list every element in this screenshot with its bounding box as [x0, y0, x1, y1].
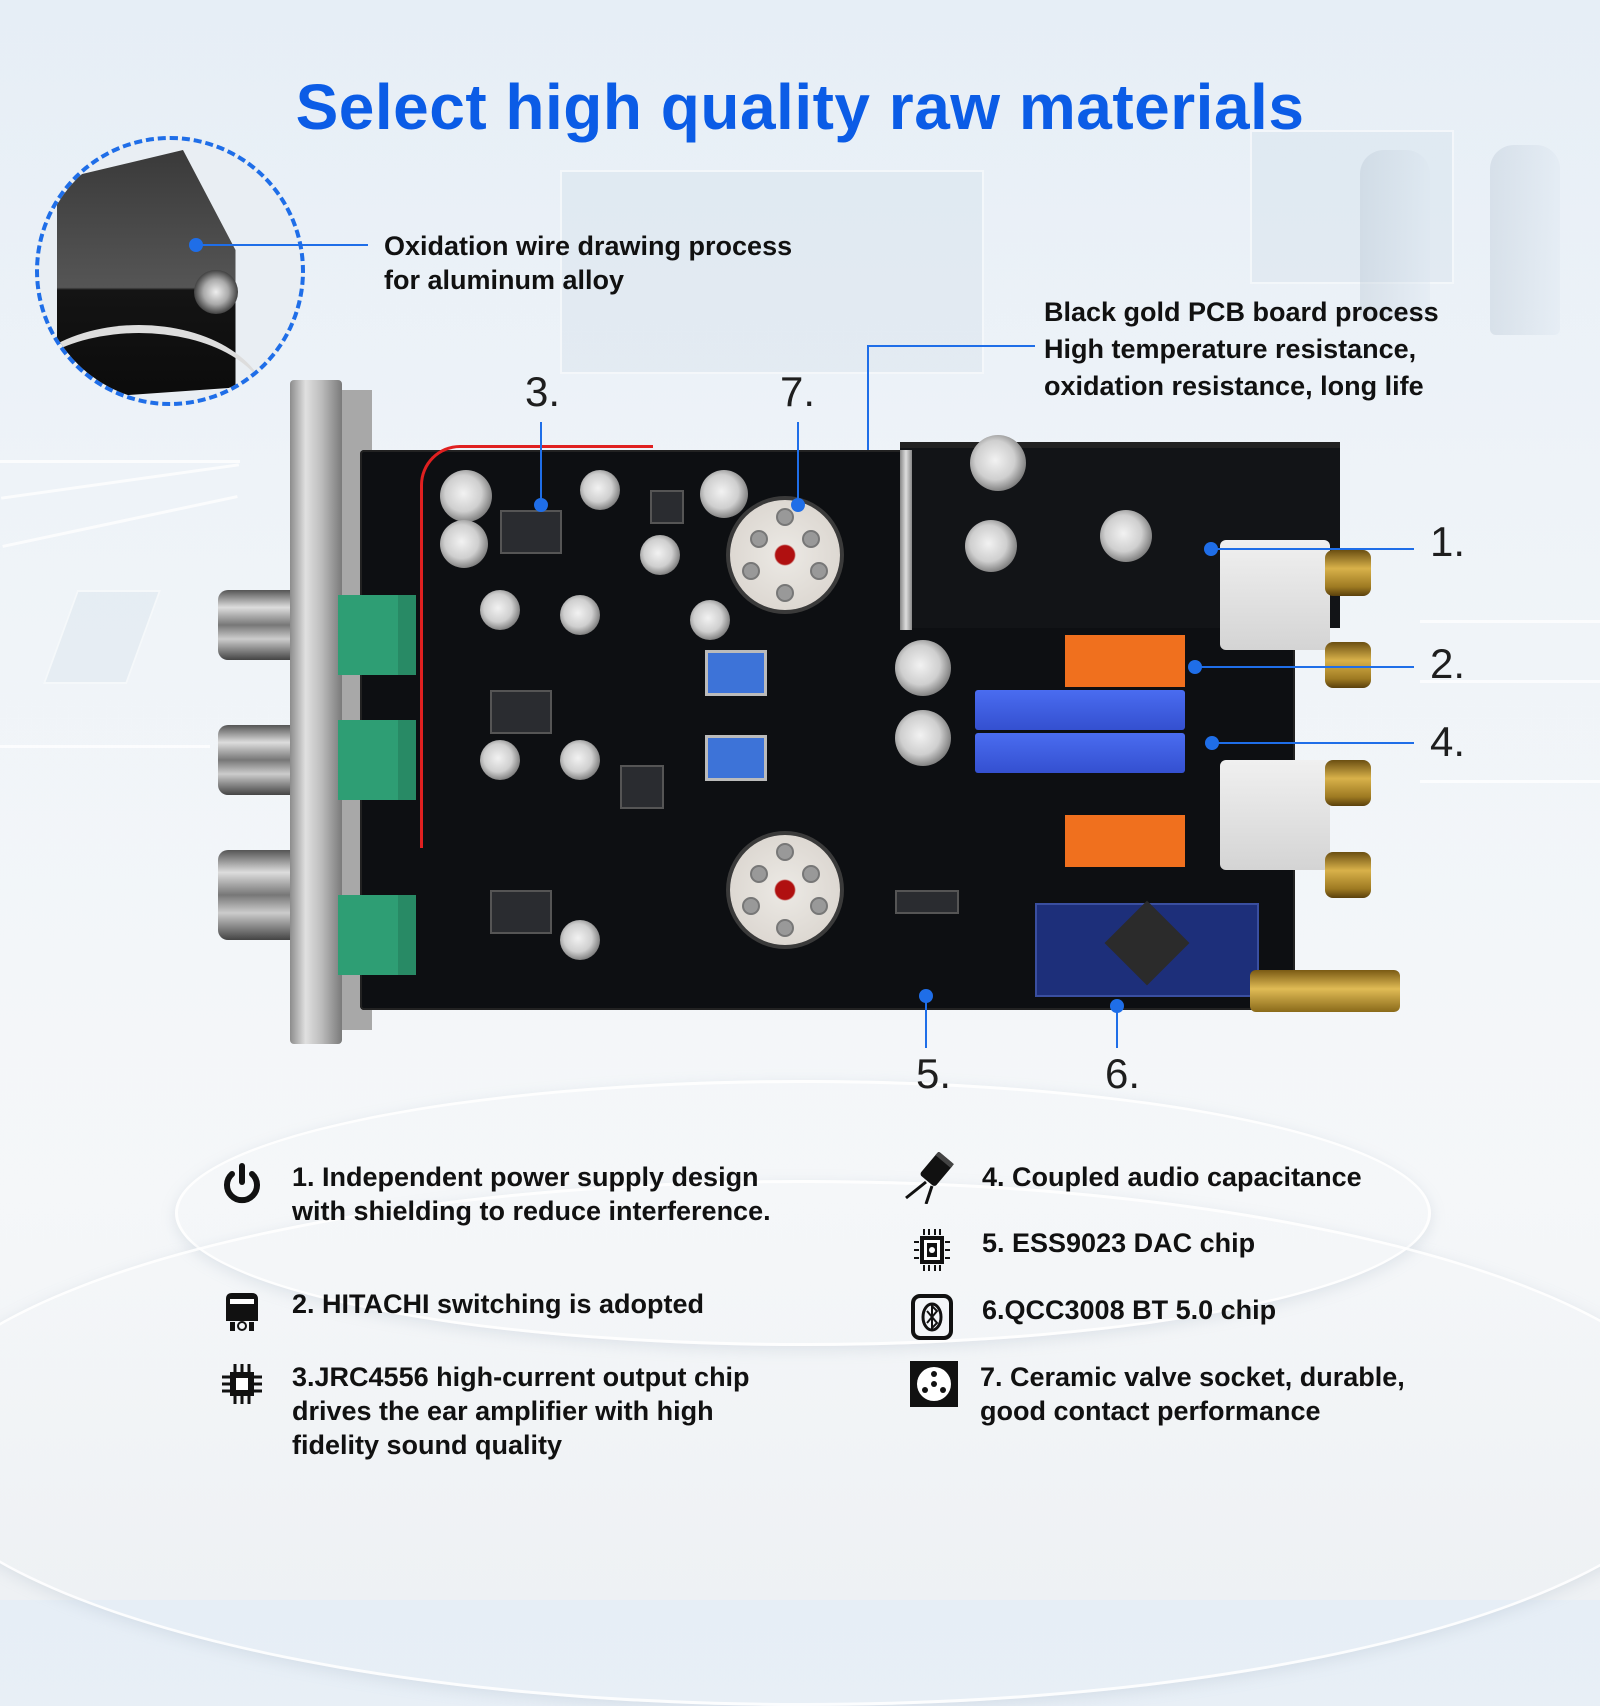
feature-3-line3: fidelity sound quality [292, 1430, 563, 1460]
jrc4556-chip [500, 510, 562, 554]
feature-4-line1: 4. Coupled audio capacitance [982, 1162, 1362, 1192]
marker-1-dot [1204, 542, 1218, 556]
callout-pcb: Black gold PCB board process High temper… [1044, 294, 1439, 405]
marker-3: 3. [525, 368, 561, 415]
feature-6-line1: 6.QCC3008 BT 5.0 chip [982, 1295, 1277, 1325]
hitachi-relay [1065, 635, 1185, 687]
feature-7-line2: good contact performance [980, 1396, 1321, 1426]
feature-item-1: 1. Independent power supply design with s… [218, 1160, 771, 1228]
aluminum-detail-magnifier [35, 136, 305, 406]
marker-7-line [797, 422, 799, 504]
feature-7-line1: 7. Ceramic valve socket, durable, [980, 1362, 1405, 1392]
front-rca-jack [218, 725, 298, 795]
marker-7-dot [791, 498, 805, 512]
marker-1: 1. [1430, 518, 1466, 565]
marker-7: 7. [780, 368, 816, 415]
marker-5-line [925, 996, 927, 1048]
callout-line-aluminum [196, 244, 368, 246]
marker-4-dot [1205, 736, 1219, 750]
valve-socket-icon [910, 1360, 958, 1408]
valve-socket [730, 835, 840, 945]
front-rca-jack [218, 590, 298, 660]
feature-3-line1: 3.JRC4556 high-current output chip [292, 1362, 750, 1392]
relay-icon [218, 1287, 266, 1335]
aluminum-faceplate [290, 380, 342, 1044]
feature-1-line2: with shielding to reduce interference. [292, 1196, 771, 1226]
feature-item-7: 7. Ceramic valve socket, durable, good co… [910, 1360, 1405, 1428]
capacitor-icon [902, 1152, 958, 1204]
power-icon [218, 1160, 266, 1208]
feature-3-line2: drives the ear amplifier with high [292, 1396, 714, 1426]
chip-icon [218, 1360, 266, 1408]
bluetooth-chip-icon [908, 1293, 956, 1341]
callout-line-pcb-h [867, 345, 1035, 347]
marker-2: 2. [1430, 640, 1466, 687]
marker-5: 5. [916, 1050, 952, 1097]
amplifier-board-photo [210, 380, 1400, 1060]
marker-4: 4. [1430, 718, 1466, 765]
callout-pcb-line3: oxidation resistance, long life [1044, 371, 1424, 401]
marker-1-line [1211, 548, 1414, 550]
feature-item-6: 6.QCC3008 BT 5.0 chip [908, 1293, 1276, 1341]
coupling-capacitor [975, 733, 1185, 773]
screw-detail [194, 270, 238, 314]
marker-3-dot [534, 498, 548, 512]
feature-item-3: 3.JRC4556 high-current output chip drives… [218, 1360, 750, 1462]
feature-2-line1: 2. HITACHI switching is adopted [292, 1289, 705, 1319]
callout-aluminum: Oxidation wire drawing process for alumi… [384, 229, 792, 297]
marker-2-dot [1188, 660, 1202, 674]
callout-aluminum-line2: for aluminum alloy [384, 265, 625, 295]
bluetooth-module [1035, 900, 1259, 997]
callout-line-pcb-v [867, 345, 869, 463]
page-title: Select high quality raw materials [295, 71, 1305, 143]
hitachi-relay [1065, 815, 1185, 867]
dac-chip [895, 890, 959, 914]
marker-2-line [1195, 666, 1414, 668]
feature-1-line1: 1. Independent power supply design [292, 1162, 759, 1192]
dac-chip-icon [908, 1226, 956, 1274]
feature-5-line1: 5. ESS9023 DAC chip [982, 1228, 1256, 1258]
callout-aluminum-line1: Oxidation wire drawing process [384, 231, 793, 261]
feature-item-2: 2. HITACHI switching is adopted [218, 1287, 704, 1335]
marker-3-line [540, 422, 542, 504]
marker-6: 6. [1105, 1050, 1141, 1097]
feature-item-5: 5. ESS9023 DAC chip [908, 1226, 1255, 1274]
marker-6-line [1116, 1006, 1118, 1048]
valve-socket [730, 500, 840, 610]
coupling-capacitor [975, 690, 1185, 730]
callout-pcb-line1: Black gold PCB board process [1044, 297, 1439, 327]
feature-item-4: 4. Coupled audio capacitance [902, 1152, 1362, 1204]
callout-pcb-line2: High temperature resistance, [1044, 334, 1417, 364]
front-headphone-jack [218, 850, 298, 940]
antenna-connector [1250, 970, 1400, 1012]
marker-4-line [1212, 742, 1414, 744]
